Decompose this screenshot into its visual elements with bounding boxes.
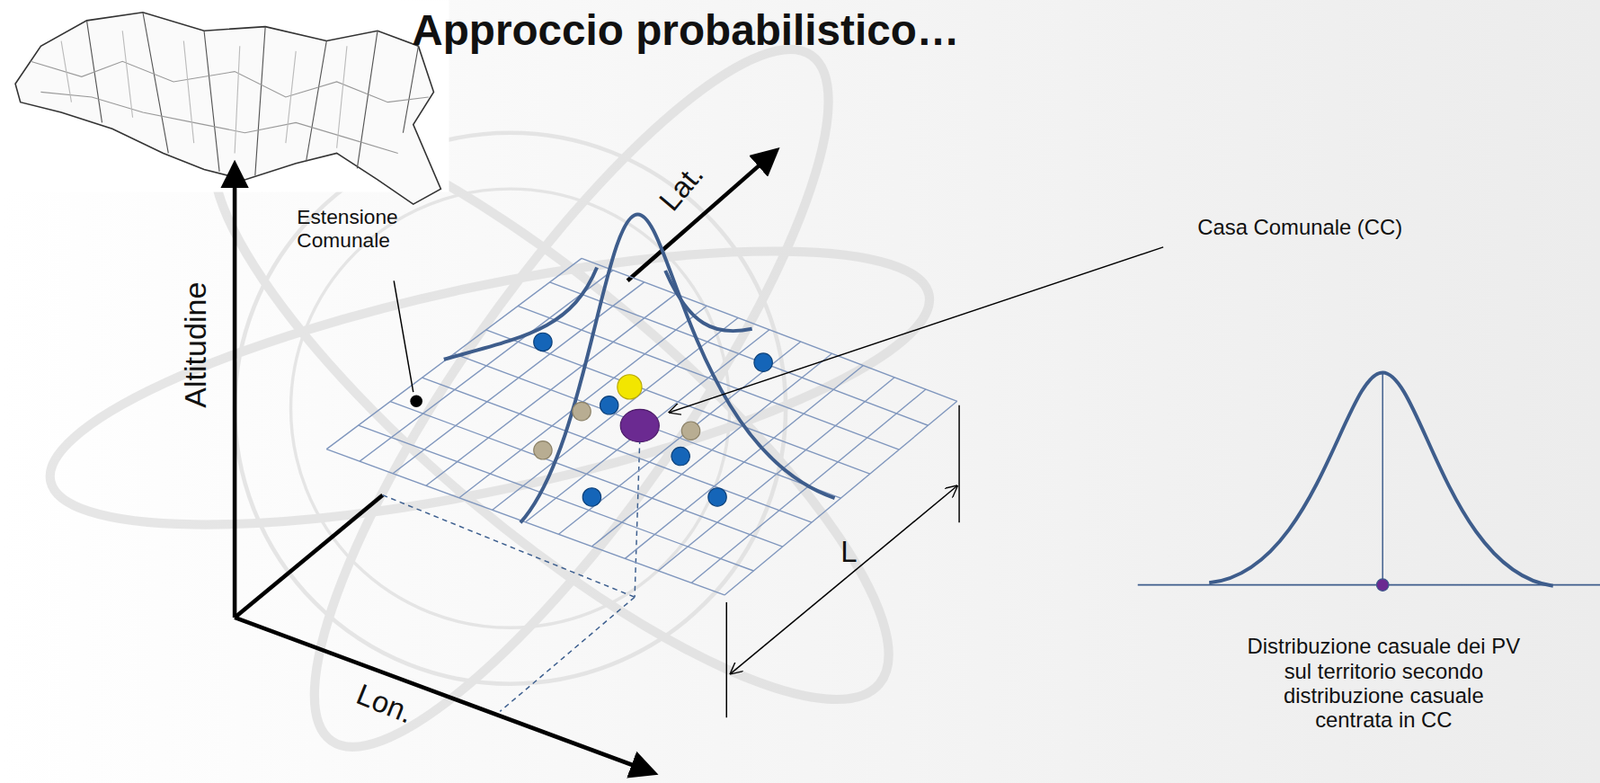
grid-line <box>453 353 841 498</box>
leader-line <box>393 280 414 392</box>
grid-line <box>422 377 812 523</box>
grid-line <box>358 425 755 571</box>
region-map <box>15 12 441 205</box>
distribution-plot <box>1137 372 1600 591</box>
axes <box>234 151 776 773</box>
callout-label: Estensione Comunale <box>296 204 419 252</box>
leader-arrow <box>669 247 1164 413</box>
grid-plane <box>326 257 958 596</box>
dimension <box>726 405 960 718</box>
dimension-label: L <box>840 534 857 569</box>
watermark <box>29 0 959 783</box>
grid-line <box>486 329 871 474</box>
callout-label: Casa Comunale (CC) <box>1197 214 1403 240</box>
grid-line <box>550 282 929 426</box>
grid-line <box>390 401 783 547</box>
points <box>409 332 773 507</box>
title: Approccio probabilistico… <box>411 6 960 56</box>
grid-line <box>326 449 725 596</box>
axis-label: Altitudine <box>177 282 214 409</box>
grid-line <box>581 257 958 401</box>
axis-label: Lat. <box>652 158 711 218</box>
caption-text: Distribuzione casuale dei PV sul territo… <box>1245 634 1522 734</box>
gaussian-surface <box>444 214 836 524</box>
axis-label: Lon. <box>351 677 418 731</box>
